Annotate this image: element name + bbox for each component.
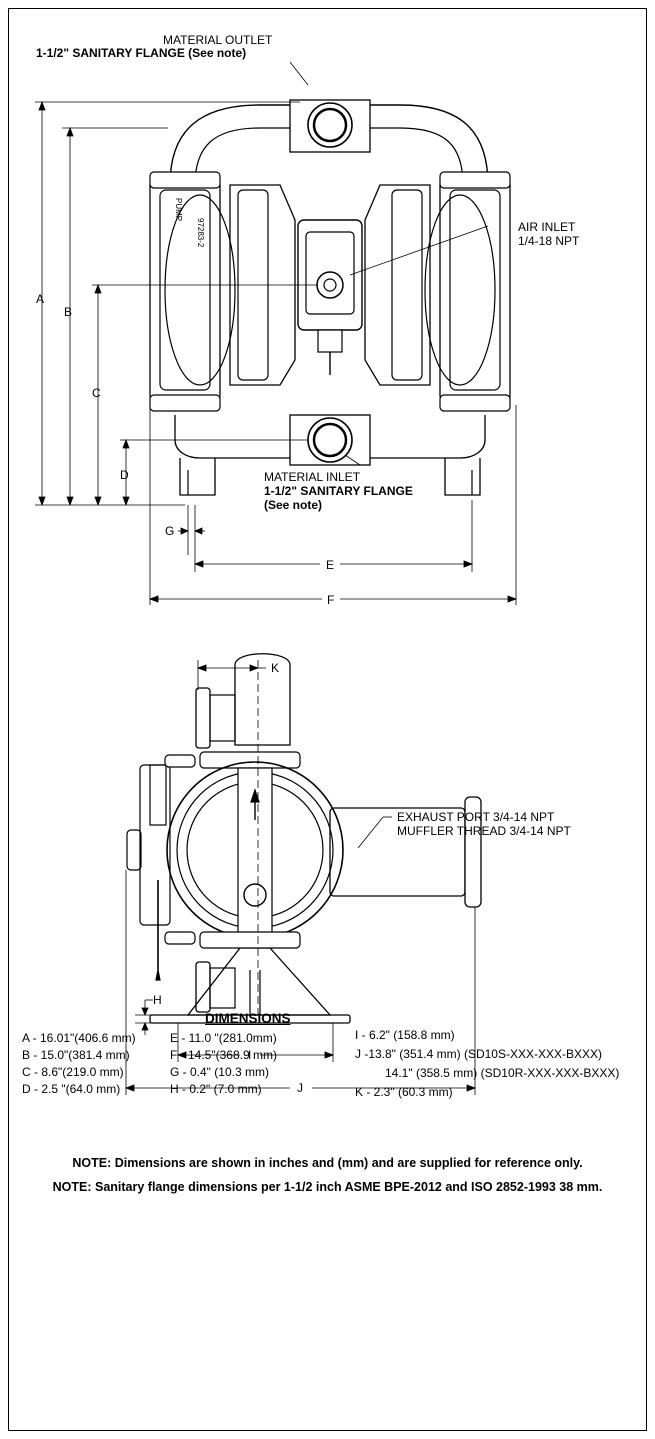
dim-letter-c: C — [92, 386, 101, 400]
air-inlet-label: AIR INLET — [518, 220, 576, 234]
dimension-k: K - 2.3" (60.3 mm) — [355, 1085, 453, 1099]
dimension-h: H - 0.2" (7.0 mm) — [170, 1082, 262, 1096]
dimension-i: I - 6.2" (158.8 mm) — [355, 1028, 455, 1042]
dimension-b: B - 15.0"(381.4 mm) — [22, 1048, 130, 1062]
body-stamp-2: 97283-2 — [196, 218, 205, 248]
dim-letter-d: D — [120, 468, 129, 482]
dimensions-column-1: A - 16.01"(406.6 mm) B - 15.0"(381.4 mm)… — [22, 1030, 136, 1098]
muffler-thread-label: MUFFLER THREAD 3/4-14 NPT — [397, 824, 571, 838]
dimension-c: C - 8.6"(219.0 mm) — [22, 1065, 124, 1079]
dim-letter-k: K — [271, 661, 280, 675]
dimension-f: F - 14.5"(368.9 mm) — [170, 1048, 277, 1062]
dim-letter-g: G — [165, 524, 175, 538]
sheet-border — [8, 8, 647, 1431]
dim-letter-b: B — [64, 305, 73, 319]
dim-letter-h: H — [153, 993, 162, 1007]
dimension-j-sd10r: 14.1" (358.5 mm) (SD10R-XXX-XXX-BXXX) — [385, 1066, 620, 1080]
outlet-label: MATERIAL OUTLET — [163, 33, 273, 47]
dim-letter-j: J — [297, 1081, 303, 1095]
note-sanitary-flange: NOTE: Sanitary flange dimensions per 1-1… — [52, 1180, 603, 1194]
inlet-note-label: (See note) — [264, 498, 323, 512]
dimension-d: D - 2.5 "(64.0 mm) — [22, 1082, 121, 1096]
inlet-flange-label: 1-1/2" SANITARY FLANGE — [264, 484, 413, 498]
dimension-e: E - 11.0 "(281.0mm) — [170, 1031, 277, 1045]
dimension-j-sd10s: J -13.8" (351.4 mm) (SD10S-XXX-XXX-BXXX) — [355, 1047, 603, 1061]
inlet-label: MATERIAL INLET — [264, 470, 361, 484]
air-inlet-thread: 1/4-18 NPT — [518, 234, 580, 248]
dim-letter-i: I — [248, 1048, 252, 1062]
dim-letter-e: E — [326, 558, 335, 572]
dim-letter-f: F — [327, 593, 335, 607]
dimensions-title: DIMENSIONS — [205, 1011, 291, 1026]
note-reference-only: NOTE: Dimensions are shown in inches and… — [72, 1156, 583, 1170]
dimensions-column-3: I - 6.2" (158.8 mm) J -13.8" (351.4 mm) … — [355, 1026, 619, 1102]
dimension-g: G - 0.4" (10.3 mm) — [170, 1065, 269, 1079]
exhaust-port-label: EXHAUST PORT 3/4-14 NPT — [397, 810, 555, 824]
dimension-a: A - 16.01"(406.6 mm) — [22, 1031, 136, 1045]
outlet-flange-label: 1-1/2" SANITARY FLANGE (See note) — [36, 46, 247, 60]
dimensions-column-2: E - 11.0 "(281.0mm) F - 14.5"(368.9 mm) … — [170, 1030, 277, 1098]
body-stamp-1: PUMP — [174, 198, 183, 222]
dim-letter-a: A — [36, 292, 45, 306]
